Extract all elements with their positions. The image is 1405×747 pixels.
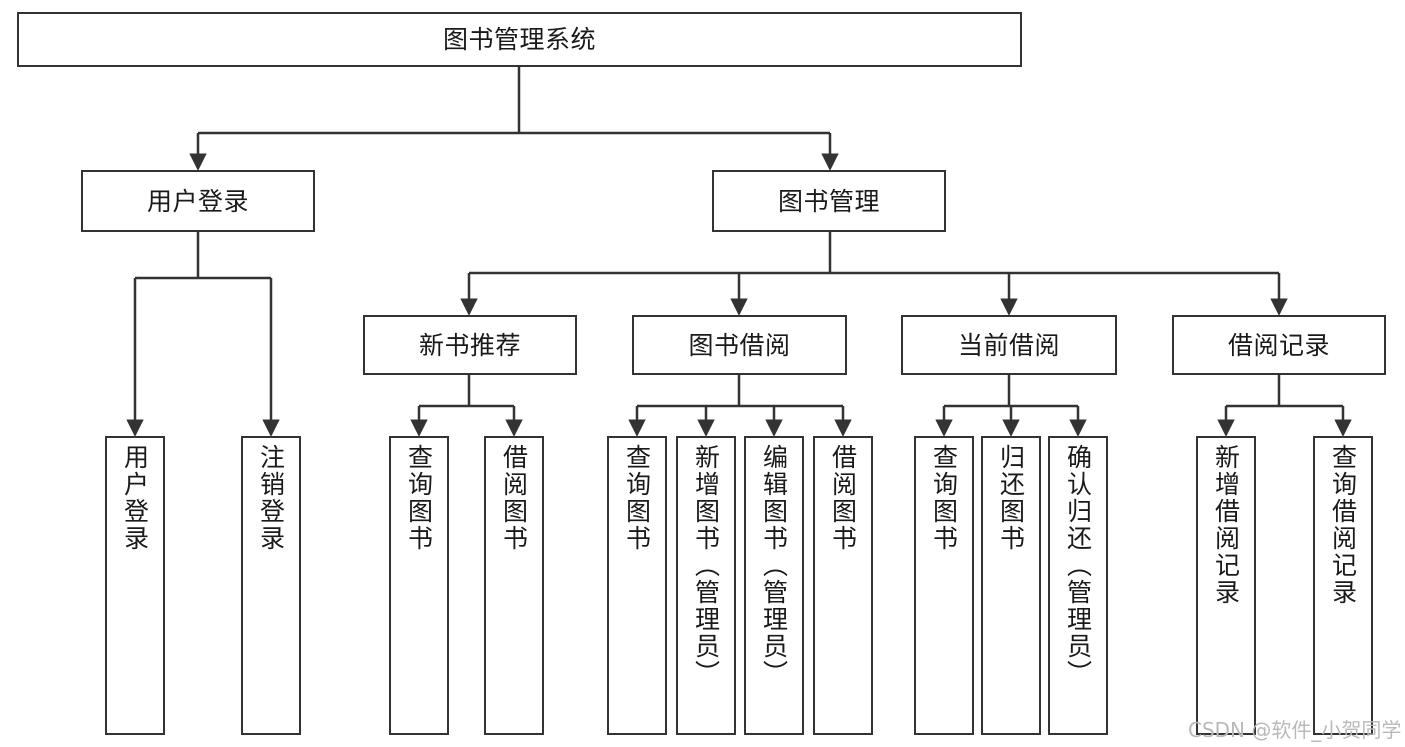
leaf-user-login-1[interactable]: 用户登录 (105, 436, 165, 735)
node-current-borrow[interactable]: 当前借阅 (901, 315, 1117, 375)
leaf-current-borrow-1-label: 查询图书 (929, 444, 959, 552)
node-borrow-record[interactable]: 借阅记录 (1172, 315, 1386, 375)
leaf-current-borrow-2-label: 归还图书 (996, 444, 1026, 552)
node-current-borrow-label: 当前借阅 (957, 330, 1060, 360)
node-book-borrow-label: 图书借阅 (688, 330, 791, 360)
leaf-user-login-2-label: 注销登录 (256, 444, 286, 552)
node-book-borrow[interactable]: 图书借阅 (632, 315, 847, 375)
leaf-current-borrow-1[interactable]: 查询图书 (914, 436, 974, 735)
leaf-new-book-1-label: 查询图书 (404, 444, 434, 552)
leaf-new-book-2-label: 借阅图书 (499, 444, 529, 552)
node-borrow-record-label: 借阅记录 (1227, 330, 1330, 360)
leaf-borrow-record-2[interactable]: 查询借阅记录 (1313, 436, 1373, 735)
leaf-book-borrow-2[interactable]: 新增图书（管理员） (676, 436, 736, 735)
leaf-user-login-2[interactable]: 注销登录 (241, 436, 301, 735)
leaf-borrow-record-1[interactable]: 新增借阅记录 (1196, 436, 1256, 735)
leaf-current-borrow-3[interactable]: 确认归还（管理员） (1048, 436, 1108, 735)
leaf-current-borrow-3-label: 确认归还（管理员） (1063, 444, 1093, 687)
leaf-new-book-2[interactable]: 借阅图书 (484, 436, 544, 735)
leaf-new-book-1[interactable]: 查询图书 (389, 436, 449, 735)
node-root-label: 图书管理系统 (442, 25, 596, 54)
node-book-manage[interactable]: 图书管理 (712, 170, 946, 232)
node-user-login-label: 用户登录 (146, 186, 249, 216)
leaf-book-borrow-4-label: 借阅图书 (828, 444, 858, 552)
leaf-borrow-record-2-label: 查询借阅记录 (1328, 444, 1358, 606)
node-new-book-recommend[interactable]: 新书推荐 (363, 315, 577, 375)
node-user-login[interactable]: 用户登录 (81, 170, 315, 232)
leaf-book-borrow-1[interactable]: 查询图书 (607, 436, 667, 735)
leaf-book-borrow-2-label: 新增图书（管理员） (691, 444, 721, 687)
leaf-book-borrow-4[interactable]: 借阅图书 (813, 436, 873, 735)
node-root[interactable]: 图书管理系统 (17, 12, 1022, 67)
node-new-book-recommend-label: 新书推荐 (418, 330, 521, 360)
node-book-manage-label: 图书管理 (777, 186, 880, 216)
leaf-book-borrow-3-label: 编辑图书（管理员） (759, 444, 789, 687)
leaf-user-login-1-label: 用户登录 (120, 444, 150, 552)
leaf-current-borrow-2[interactable]: 归还图书 (981, 436, 1041, 735)
leaf-borrow-record-1-label: 新增借阅记录 (1211, 444, 1241, 606)
leaf-book-borrow-1-label: 查询图书 (622, 444, 652, 552)
watermark: CSDN @软件_小贺同学 (1188, 718, 1402, 742)
leaf-book-borrow-3[interactable]: 编辑图书（管理员） (744, 436, 804, 735)
